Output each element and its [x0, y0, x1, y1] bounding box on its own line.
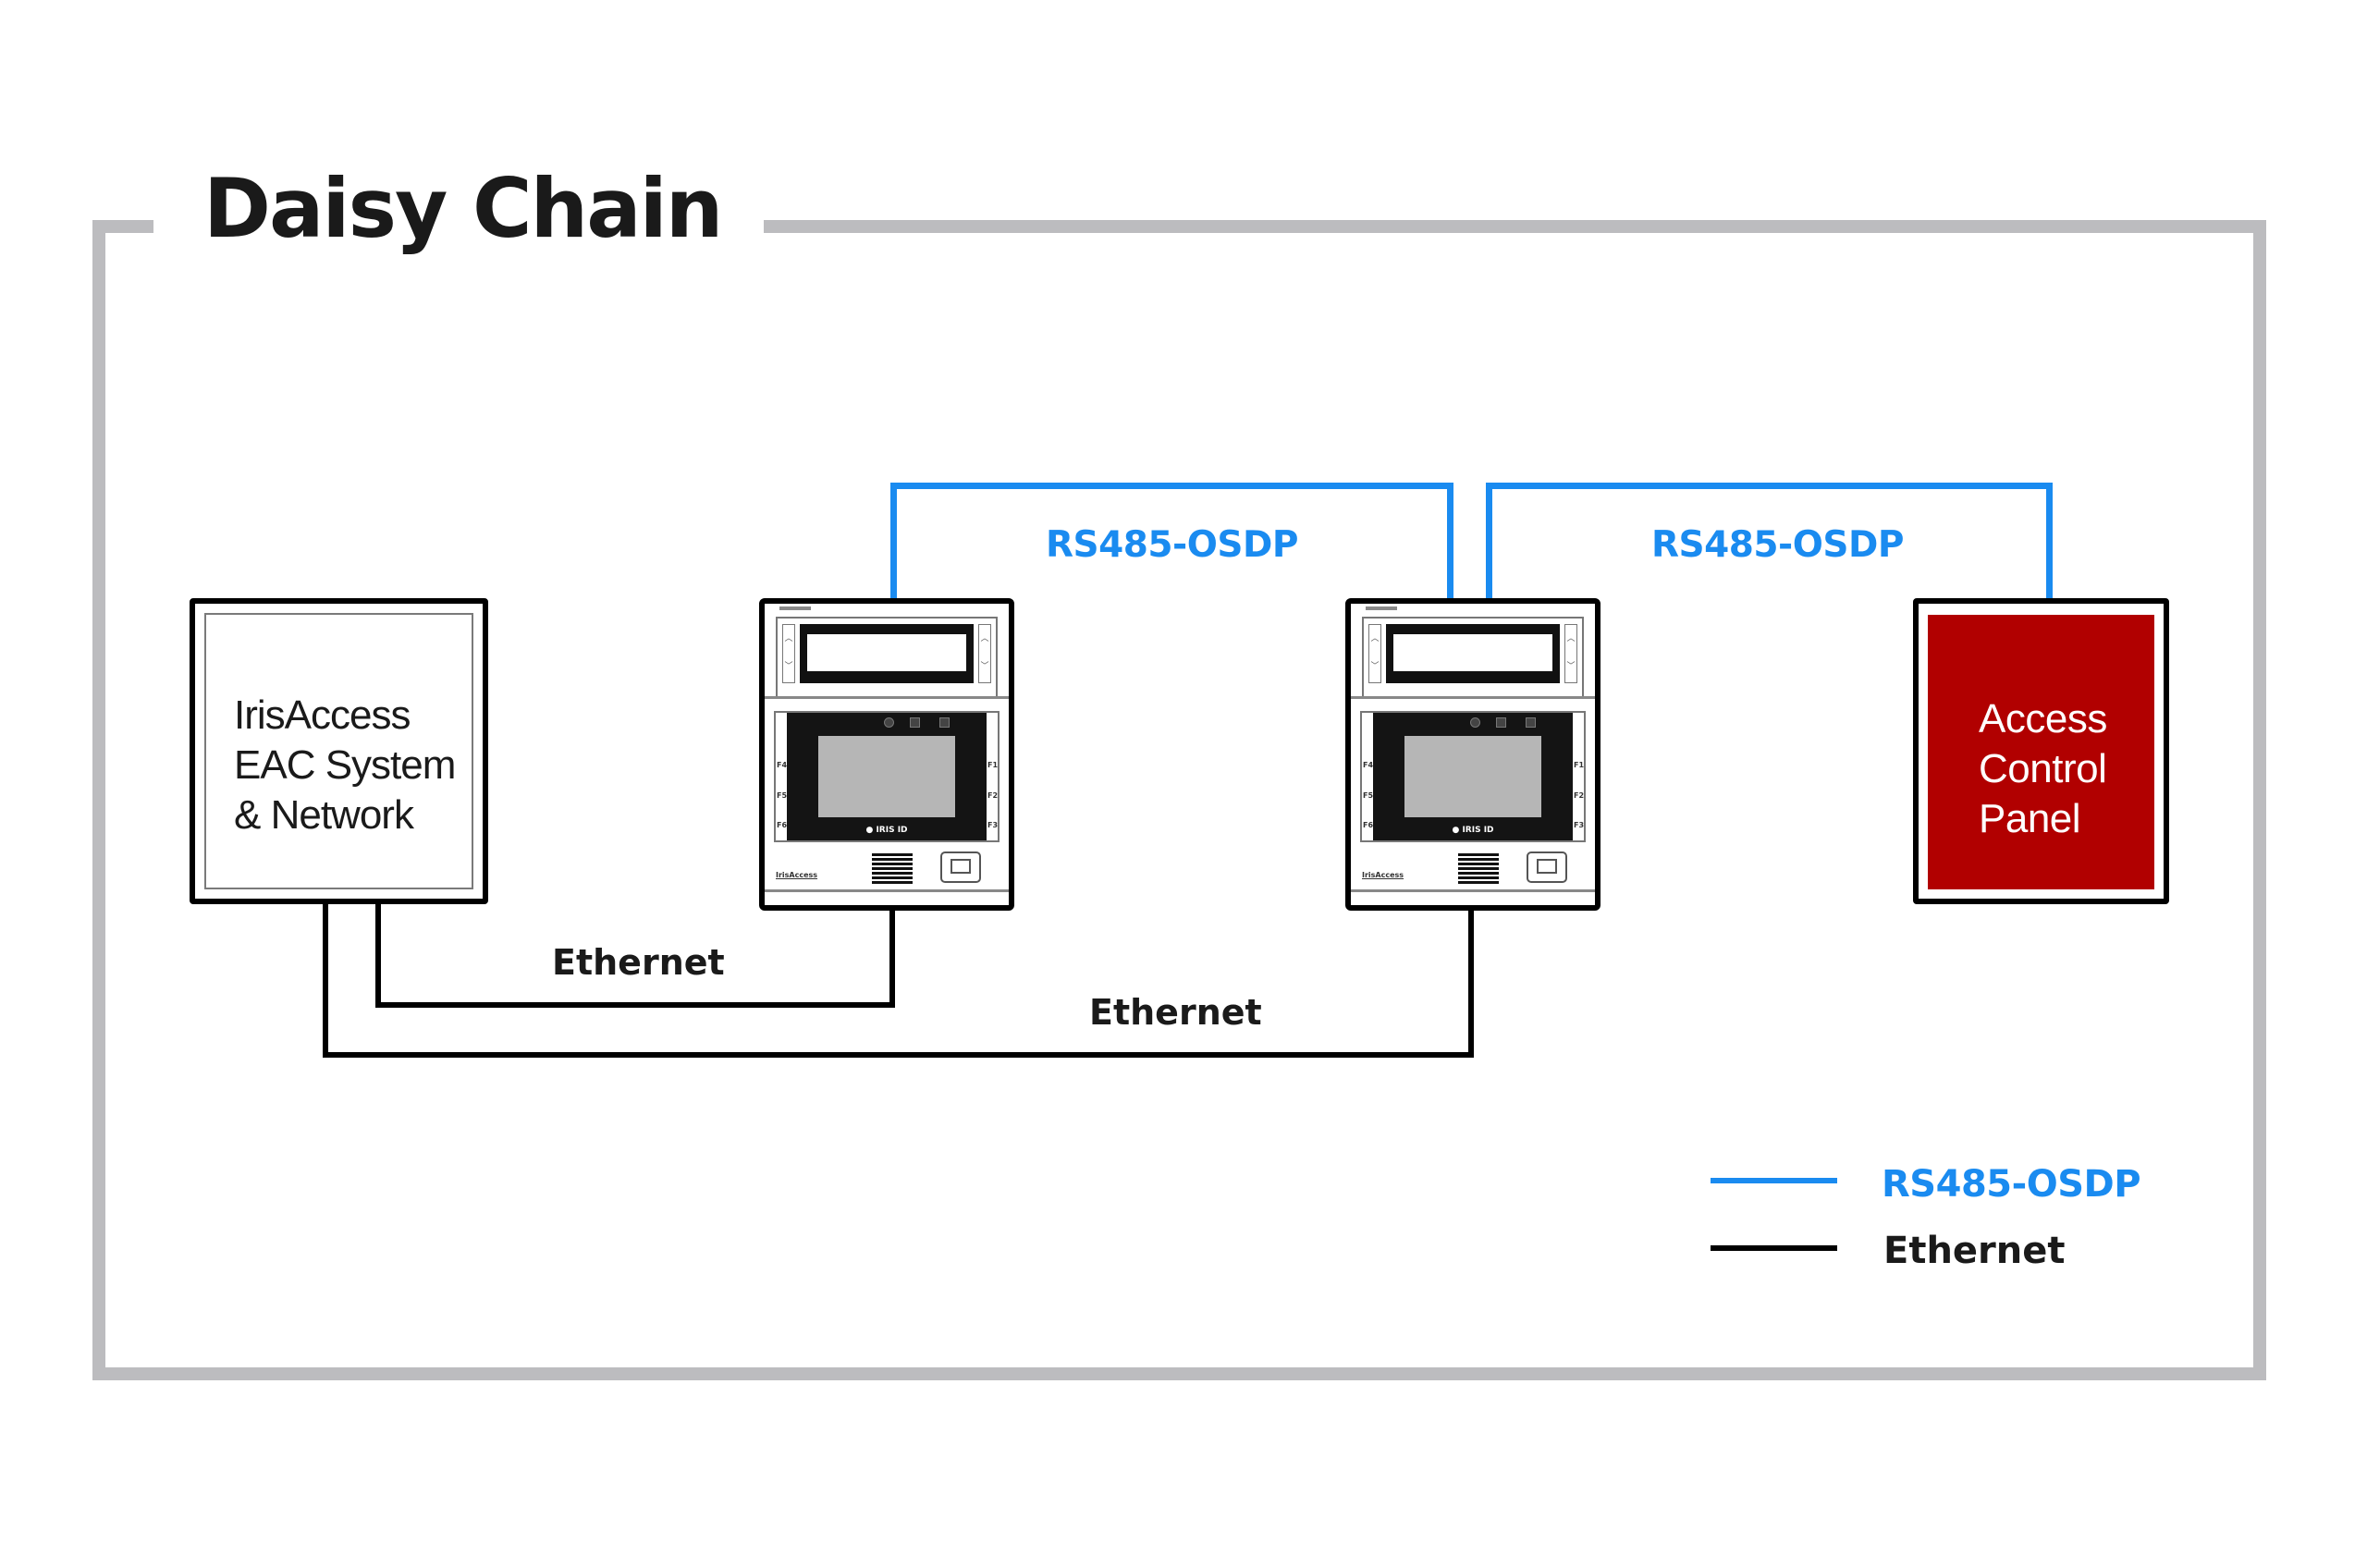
fkey-right-2: F2 — [1574, 791, 1585, 800]
ethernet-wire-1-right — [889, 906, 895, 1008]
frame-top-left — [92, 220, 153, 233]
rs485-wire-1-top — [890, 483, 1453, 489]
reader-face: F4 F5 F6 ● IRIS ID F1 F2 F3 — [774, 711, 1000, 842]
card-icon — [950, 859, 971, 874]
fkey-left-2: F5 — [1363, 791, 1374, 800]
legend-ethernet-swatch — [1711, 1245, 1837, 1251]
fkey-right-3: F3 — [987, 821, 999, 829]
panel-line-1: Access — [1979, 696, 2107, 741]
card-reader-icon — [1527, 851, 1567, 883]
rs485-wire-2-right — [2046, 483, 2053, 601]
reader-screen — [818, 736, 955, 817]
rs485-wire-2-top — [1486, 483, 2053, 489]
system-box-inner-border — [204, 613, 473, 889]
camera-icon — [884, 717, 894, 728]
lcd-arrow-buttons-left: ︿﹀ — [1368, 624, 1381, 683]
frame-bottom — [92, 1367, 2266, 1380]
system-line-3: & Network — [234, 792, 414, 838]
reader-divider — [1351, 696, 1595, 699]
rs485-label-2: RS485-OSDP — [1651, 524, 1904, 566]
ethernet-label-1: Ethernet — [552, 942, 725, 983]
iris-id-logo: ● IRIS ID — [865, 826, 908, 835]
frame-right — [2253, 220, 2266, 1380]
reader-divider — [765, 696, 1009, 699]
frame-left — [92, 220, 105, 1380]
lcd-screen — [807, 634, 966, 671]
fkey-left-3: F6 — [1363, 821, 1374, 829]
fkey-right-3: F3 — [1574, 821, 1585, 829]
lcd-display — [1386, 624, 1560, 683]
fkey-left-3: F6 — [777, 821, 788, 829]
chevron-down-icon: ﹀ — [1370, 662, 1380, 671]
reader-base — [1351, 889, 1595, 905]
lcd-arrow-buttons-left: ︿﹀ — [782, 624, 795, 683]
reader-model-label — [779, 606, 811, 610]
legend-rs485-swatch — [1711, 1178, 1837, 1183]
reader-screen — [1404, 736, 1541, 817]
rs485-wire-1-right — [1447, 483, 1453, 601]
lcd-frame: ︿﹀ ︿﹀ — [1362, 617, 1584, 696]
iris-reader-2: ︿﹀ ︿﹀ F4 F5 F6 ● IRIS ID F1 F2 F3 IrisAc… — [1345, 598, 1600, 911]
lcd-frame: ︿﹀ ︿﹀ — [776, 617, 998, 696]
panel-fill: Access Control Panel — [1928, 615, 2154, 889]
ethernet-wire-2-right — [1468, 906, 1474, 1058]
panel-line-2: Control — [1979, 746, 2107, 791]
lcd-arrow-buttons-right: ︿﹀ — [1564, 624, 1577, 683]
reader-model-label — [1366, 606, 1397, 610]
chevron-down-icon: ﹀ — [1566, 662, 1576, 671]
reader-face-panel: ● IRIS ID — [787, 713, 987, 840]
rs485-label-1: RS485-OSDP — [1046, 524, 1298, 566]
panel-label: Access Control Panel — [1979, 694, 2107, 844]
ethernet-wire-2-left — [323, 901, 328, 1058]
card-reader-icon — [940, 851, 981, 883]
camera-icon — [1470, 717, 1480, 728]
reader-brand: IrisAccess — [776, 871, 818, 879]
fkey-right-1: F1 — [1574, 761, 1585, 769]
iris-reader-1: ︿﹀ ︿﹀ F4 F5 F6 ● IRIS ID F1 F2 F3 IrisAc… — [759, 598, 1014, 911]
system-box-label: IrisAccess EAC System & Network — [234, 691, 456, 840]
reader-brand: IrisAccess — [1362, 871, 1404, 879]
fkey-right-1: F1 — [987, 761, 999, 769]
chevron-down-icon: ﹀ — [784, 662, 793, 671]
system-line-2: EAC System — [234, 742, 456, 788]
sensor-icon — [1526, 717, 1536, 728]
fkey-left-1: F4 — [1363, 761, 1374, 769]
chevron-down-icon: ﹀ — [980, 662, 989, 671]
rs485-wire-1-left — [890, 483, 897, 601]
diagram-title: Daisy Chain — [203, 161, 723, 256]
frame-top-right — [764, 220, 2266, 233]
sensor-icon — [1496, 717, 1506, 728]
chevron-up-icon: ︿ — [980, 634, 989, 643]
fkey-right-2: F2 — [987, 791, 999, 800]
iris-id-logo: ● IRIS ID — [1452, 826, 1494, 835]
lcd-screen — [1393, 634, 1552, 671]
rs485-wire-2-left — [1486, 483, 1492, 601]
speaker-grille-icon — [1458, 853, 1499, 885]
ethernet-wire-1-left — [375, 901, 381, 1008]
speaker-grille-icon — [872, 853, 913, 885]
sensor-icon — [910, 717, 920, 728]
reader-base — [765, 889, 1009, 905]
ethernet-wire-1-bottom — [375, 1002, 895, 1008]
card-icon — [1537, 859, 1557, 874]
ethernet-label-2: Ethernet — [1089, 992, 1262, 1033]
legend-ethernet-label: Ethernet — [1883, 1230, 2066, 1272]
legend-rs485-label: RS485-OSDP — [1882, 1163, 2141, 1206]
fkey-left-1: F4 — [777, 761, 788, 769]
chevron-up-icon: ︿ — [1566, 634, 1576, 643]
chevron-up-icon: ︿ — [784, 634, 793, 643]
lcd-arrow-buttons-right: ︿﹀ — [978, 624, 991, 683]
chevron-up-icon: ︿ — [1370, 634, 1380, 643]
reader-face-panel: ● IRIS ID — [1373, 713, 1573, 840]
sensor-icon — [939, 717, 950, 728]
iris-access-system-box: IrisAccess EAC System & Network — [190, 598, 488, 904]
panel-line-3: Panel — [1979, 796, 2081, 841]
ethernet-wire-2-bottom — [323, 1052, 1474, 1058]
lcd-display — [800, 624, 974, 683]
system-line-1: IrisAccess — [234, 692, 411, 738]
reader-face: F4 F5 F6 ● IRIS ID F1 F2 F3 — [1360, 711, 1586, 842]
access-control-panel-box: Access Control Panel — [1913, 598, 2169, 904]
fkey-left-2: F5 — [777, 791, 788, 800]
